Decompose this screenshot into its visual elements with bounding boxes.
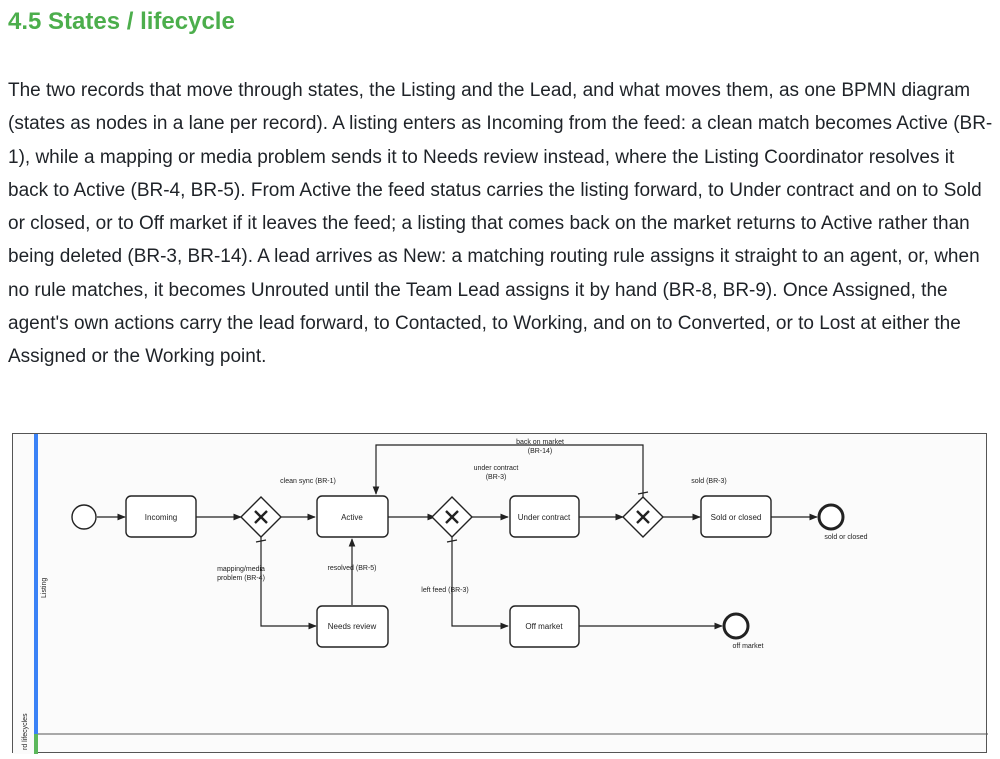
- section-heading: 4.5 States / lifecycle: [8, 8, 235, 35]
- flow-label-mapping-media-1: mapping/media: [217, 566, 265, 573]
- default-flow-tick: [255, 539, 267, 543]
- lane-label-listing: Listing: [41, 578, 48, 598]
- flow-mapping-media: [260, 537, 317, 630]
- end-event-off-market-label: off market: [733, 643, 764, 650]
- exclusive-gateway-2: [431, 496, 473, 538]
- state-sold-or-closed-label: Sold or closed: [711, 513, 762, 522]
- flow-label-left-feed: left feed (BR-3): [421, 587, 468, 594]
- flow-label-clean-sync: clean sync (BR-1): [280, 478, 336, 485]
- state-needs-review: [316, 605, 389, 648]
- end-event-sold-label: sold or closed: [824, 534, 867, 541]
- default-flow-tick: [637, 491, 649, 495]
- state-off-market: [509, 605, 580, 648]
- default-flow-tick: [446, 539, 458, 543]
- flow-label-back-on-market-1: back on market: [516, 439, 564, 446]
- state-needs-review-label: Needs review: [328, 622, 377, 631]
- end-event-sold: [817, 503, 845, 531]
- state-incoming: [125, 495, 197, 538]
- flow-label-under-contract-2: (BR-3): [486, 474, 507, 481]
- flow-label-back-on-market-2: (BR-14): [528, 448, 553, 455]
- flow-left-feed: [451, 537, 509, 630]
- listing-lane-marker: [34, 434, 38, 734]
- state-sold-or-closed: [700, 495, 772, 538]
- intro-paragraph: The two records that move through states…: [8, 80, 993, 368]
- flow-label-mapping-media-2: problem (BR-4): [217, 575, 265, 582]
- exclusive-gateway-3: [622, 496, 664, 538]
- lead-lane-marker: [34, 734, 38, 754]
- flow-back-on-market: [372, 444, 644, 497]
- state-incoming-label: Incoming: [145, 513, 177, 522]
- state-active: [316, 495, 389, 538]
- flow-label-sold: sold (BR-3): [691, 478, 726, 485]
- start-event: [71, 504, 97, 530]
- state-under-contract: [509, 495, 580, 538]
- state-off-market-label: Off market: [525, 622, 563, 631]
- pool-label: rd lifecycles: [22, 713, 29, 750]
- flow-label-under-contract-1: under contract: [474, 465, 519, 472]
- exclusive-gateway-1: [240, 496, 282, 538]
- state-under-contract-label: Under contract: [518, 513, 571, 522]
- pool-header: [13, 434, 35, 754]
- end-event-off-market: [722, 612, 750, 640]
- bpmn-diagram-svg: rd lifecycles Listing Incoming Active Ne…: [13, 434, 988, 754]
- flow-label-resolved: resolved (BR-5): [327, 565, 376, 572]
- state-active-label: Active: [341, 513, 363, 522]
- bpmn-diagram: rd lifecycles Listing Incoming Active Ne…: [12, 433, 988, 754]
